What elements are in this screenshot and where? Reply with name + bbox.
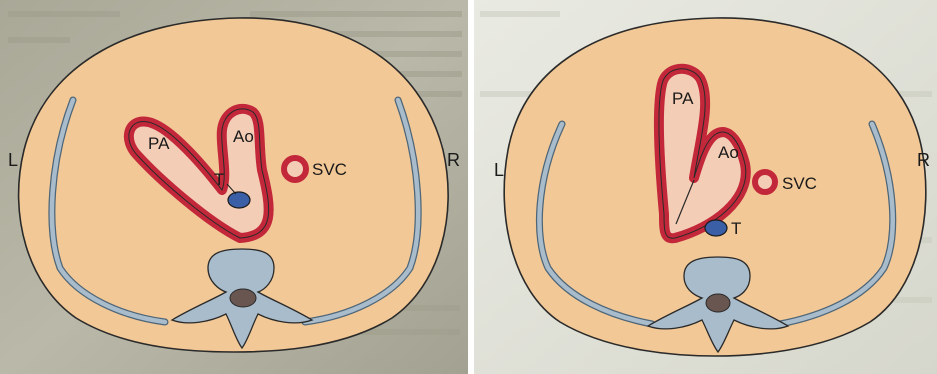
left-side-label: L: [8, 150, 18, 170]
panel-divider: [468, 0, 474, 374]
pa-label: PA: [672, 89, 694, 108]
left-panel: PA Ao T SVC L R: [0, 0, 468, 374]
ao-label: Ao: [718, 143, 739, 162]
svc-vessel: [755, 172, 775, 192]
left-side-label: L: [494, 160, 504, 180]
t-label: T: [214, 170, 224, 189]
t-label: T: [731, 219, 741, 238]
trachea: [228, 192, 250, 208]
pa-label: PA: [148, 134, 170, 153]
svc-label: SVC: [782, 174, 817, 193]
right-panel: PA Ao T SVC L R: [474, 0, 937, 374]
ao-label: Ao: [233, 127, 254, 146]
trachea: [705, 220, 727, 236]
right-side-label: R: [447, 150, 460, 170]
spinal-cord: [706, 294, 730, 312]
spinal-cord: [230, 289, 256, 307]
svc-vessel: [284, 158, 306, 180]
svc-label: SVC: [312, 160, 347, 179]
right-side-label: R: [917, 150, 930, 170]
